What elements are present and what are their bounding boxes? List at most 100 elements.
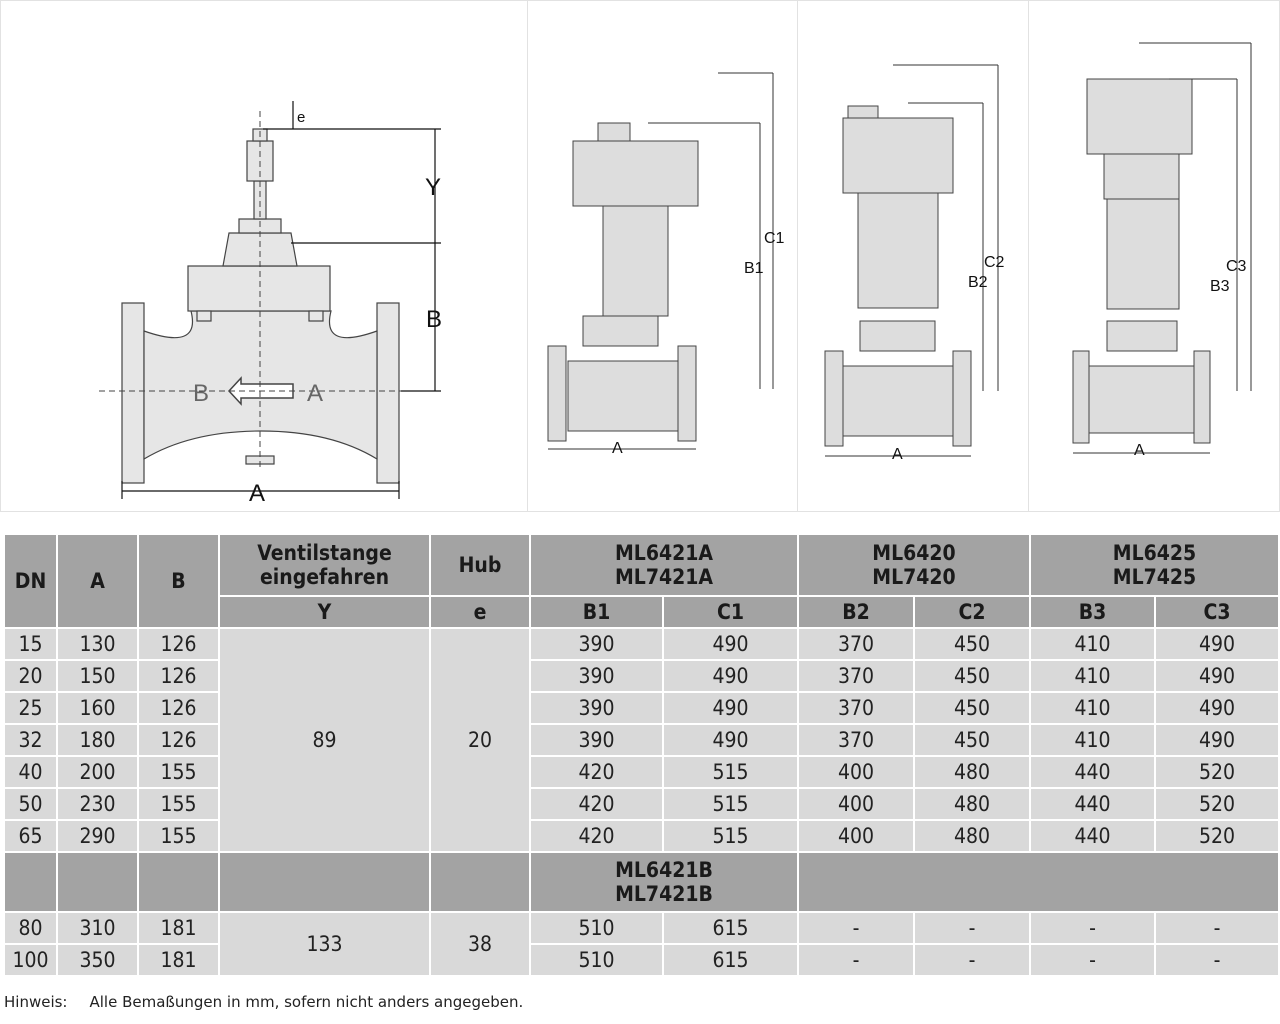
table-cell: 65: [3, 819, 58, 853]
spacer-cell: [429, 851, 531, 913]
table-cell: 126: [137, 691, 220, 725]
label-a: A: [1134, 442, 1145, 459]
header-text: ML6420: [872, 541, 956, 565]
footnote: Hinweis:Alle Bemaßungen in mm, sofern ni…: [4, 993, 545, 1011]
label-a: A: [612, 440, 623, 457]
table-cell: 130: [56, 627, 139, 661]
header-text: ML7420: [872, 565, 956, 589]
spacer-cell: [218, 851, 431, 913]
actuator3-drawing-panel: C3 B3 A: [1028, 0, 1280, 512]
label-c1: C1: [764, 230, 785, 247]
table-cell: 155: [137, 819, 220, 853]
label-c3: C3: [1226, 258, 1247, 275]
table-cell: 480: [913, 819, 1031, 853]
header-c2: C2: [913, 595, 1031, 629]
table-cell: 80: [3, 911, 58, 945]
flow-label-in: B: [193, 380, 209, 407]
table-cell: 181: [137, 943, 220, 977]
table-cell: 440: [1029, 819, 1156, 853]
table-cell: 20: [429, 627, 531, 853]
spacer-cell: [137, 851, 220, 913]
table-cell: 310: [56, 911, 139, 945]
table-cell: 490: [662, 659, 799, 693]
table-cell: 420: [529, 787, 664, 821]
header-c1: C1: [662, 595, 799, 629]
table-cell: 370: [797, 723, 915, 757]
table-cell: 400: [797, 819, 915, 853]
table-cell: 150: [56, 659, 139, 693]
header-hub: Hub: [429, 533, 531, 597]
table-cell: 15: [3, 627, 58, 661]
table-cell: 200: [56, 755, 139, 789]
table-cell: 410: [1029, 691, 1156, 725]
table-cell: 450: [913, 691, 1031, 725]
valve-drawing-panel: e Y B A B A: [0, 0, 528, 512]
table-cell: 480: [913, 787, 1031, 821]
table-cell: -: [913, 943, 1031, 977]
table-cell: 515: [662, 819, 799, 853]
table-cell: 490: [1154, 691, 1280, 725]
table-cell: -: [797, 943, 915, 977]
table-cell: 490: [1154, 659, 1280, 693]
header-b3: B3: [1029, 595, 1156, 629]
label-b1: B1: [744, 260, 764, 277]
table-cell: 400: [797, 755, 915, 789]
actuator1-drawing: C1 B1 A: [547, 72, 785, 457]
flow-label-out: A: [307, 380, 323, 407]
table-cell: 25: [3, 691, 58, 725]
table-cell: 390: [529, 691, 664, 725]
table-cell: 126: [137, 659, 220, 693]
table-cell: 615: [662, 911, 799, 945]
table-cell: 181: [137, 911, 220, 945]
table-cell: 490: [1154, 723, 1280, 757]
actuator2-drawing-panel: C2 B2 A: [797, 0, 1029, 512]
spacer-cell: [56, 851, 139, 913]
header-a: A: [56, 533, 139, 629]
table-cell: 420: [529, 819, 664, 853]
header-text: ML6421A: [614, 541, 714, 565]
table-cell: 490: [662, 691, 799, 725]
table-cell: 155: [137, 755, 220, 789]
table-cell: 520: [1154, 787, 1280, 821]
table-cell: 290: [56, 819, 139, 853]
table-cell: 515: [662, 787, 799, 821]
table-cell: 510: [529, 943, 664, 977]
label-y: Y: [425, 174, 441, 201]
table-cell: 230: [56, 787, 139, 821]
spacer-cell: [3, 851, 58, 913]
table-cell: 490: [662, 627, 799, 661]
header-c3: C3: [1154, 595, 1280, 629]
header-text: ML7421B: [615, 882, 713, 906]
table-cell: -: [1029, 911, 1156, 945]
table-cell: 450: [913, 659, 1031, 693]
table-cell: 370: [797, 659, 915, 693]
valve-drawing: e Y B A B A: [99, 101, 442, 507]
table-cell: 133: [218, 911, 431, 977]
table-cell: 440: [1029, 755, 1156, 789]
table-cell: 410: [1029, 627, 1156, 661]
table-cell: 410: [1029, 659, 1156, 693]
table-cell: 20: [3, 659, 58, 693]
label-a: A: [892, 446, 903, 463]
table-cell: 490: [662, 723, 799, 757]
table-cell: 38: [429, 911, 531, 977]
header-e: e: [429, 595, 531, 629]
table-cell: 520: [1154, 819, 1280, 853]
header-b1: B1: [529, 595, 664, 629]
header-text: eingefahren: [259, 565, 390, 589]
header-b: B: [137, 533, 220, 629]
table-cell: 126: [137, 627, 220, 661]
table-cell: 89: [218, 627, 431, 853]
header-y: Y: [218, 595, 431, 629]
table-cell: 126: [137, 723, 220, 757]
